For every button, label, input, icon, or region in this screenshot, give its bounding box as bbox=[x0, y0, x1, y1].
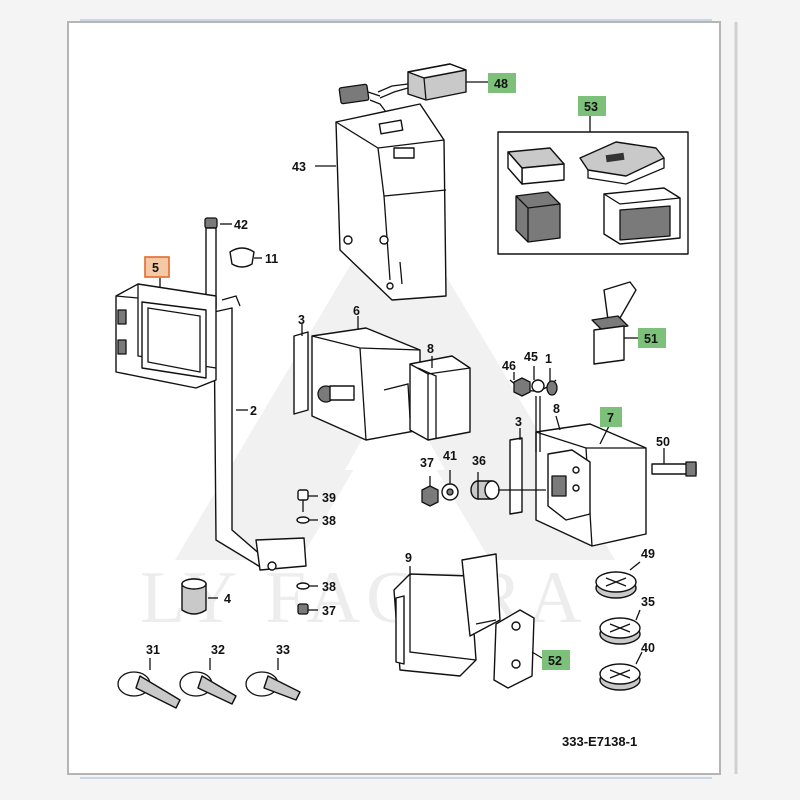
lamp-assembly-right bbox=[509, 379, 697, 547]
callout-6[interactable]: 6 bbox=[353, 304, 360, 318]
callout-46[interactable]: 46 bbox=[502, 359, 516, 373]
grommet-49 bbox=[595, 561, 641, 599]
bracket-52 bbox=[493, 609, 543, 689]
callout-51[interactable]: 51 bbox=[644, 332, 658, 346]
callout-35[interactable]: 35 bbox=[641, 595, 655, 609]
lamp-assembly-middle bbox=[293, 316, 471, 441]
callout-39[interactable]: 39 bbox=[322, 491, 336, 505]
drawing-code: 333-E7138-1 bbox=[562, 734, 637, 749]
callout-8-right[interactable]: 8 bbox=[553, 402, 560, 416]
connector-48-group bbox=[338, 63, 467, 133]
cable-ties bbox=[117, 658, 301, 709]
work-lamp-9 bbox=[393, 553, 501, 677]
callout-50[interactable]: 50 bbox=[656, 435, 670, 449]
bracket-43-group bbox=[315, 103, 447, 301]
callout-9[interactable]: 9 bbox=[405, 551, 412, 565]
callout-38-lower[interactable]: 38 bbox=[322, 580, 336, 594]
callout-37-right[interactable]: 37 bbox=[420, 456, 434, 470]
highlight-box-48[interactable] bbox=[488, 73, 516, 93]
callout-38-upper[interactable]: 38 bbox=[322, 514, 336, 528]
highlight-box-7[interactable] bbox=[600, 407, 622, 427]
cable-tie-31 bbox=[117, 658, 181, 709]
relay-51 bbox=[591, 281, 637, 365]
callout-40[interactable]: 40 bbox=[641, 641, 655, 655]
highlight-box-5[interactable] bbox=[144, 256, 170, 278]
callout-37-left[interactable]: 37 bbox=[322, 604, 336, 618]
callout-8-middle[interactable]: 8 bbox=[427, 342, 434, 356]
callout-45[interactable]: 45 bbox=[524, 350, 538, 364]
highlight-box-52[interactable] bbox=[542, 650, 570, 670]
callout-43[interactable]: 43 bbox=[292, 160, 306, 174]
callout-3-right[interactable]: 3 bbox=[515, 415, 522, 429]
callout-52[interactable]: 52 bbox=[548, 654, 562, 668]
callout-36[interactable]: 36 bbox=[472, 454, 486, 468]
callout-33[interactable]: 33 bbox=[276, 643, 290, 657]
mount-tube-group bbox=[204, 217, 307, 571]
grommet-40 bbox=[599, 651, 643, 691]
callout-7[interactable]: 7 bbox=[607, 411, 614, 425]
callout-49[interactable]: 49 bbox=[641, 547, 655, 561]
callout-53[interactable]: 53 bbox=[584, 100, 598, 114]
grommet-35 bbox=[599, 609, 641, 645]
grommets bbox=[595, 561, 643, 691]
callout-1[interactable]: 1 bbox=[545, 352, 552, 366]
work-lamp-5 bbox=[115, 278, 217, 389]
cable-tie-32 bbox=[179, 658, 237, 705]
callout-32[interactable]: 32 bbox=[211, 643, 225, 657]
callout-2[interactable]: 2 bbox=[250, 404, 257, 418]
callout-4[interactable]: 4 bbox=[224, 592, 231, 606]
callout-41[interactable]: 41 bbox=[443, 449, 457, 463]
fasteners-left bbox=[181, 489, 318, 615]
callout-42[interactable]: 42 bbox=[234, 218, 248, 232]
callout-3-middle[interactable]: 3 bbox=[298, 313, 305, 327]
callout-48[interactable]: 48 bbox=[494, 77, 508, 91]
cable-tie-33 bbox=[245, 658, 301, 701]
callout-11[interactable]: 11 bbox=[265, 252, 278, 266]
highlight-box-53[interactable] bbox=[578, 96, 606, 116]
callout-5[interactable]: 5 bbox=[152, 261, 159, 275]
fasteners-right bbox=[421, 366, 558, 507]
callout-31[interactable]: 31 bbox=[146, 643, 160, 657]
kit-53-group bbox=[497, 116, 689, 255]
highlight-box-51[interactable] bbox=[638, 328, 666, 348]
